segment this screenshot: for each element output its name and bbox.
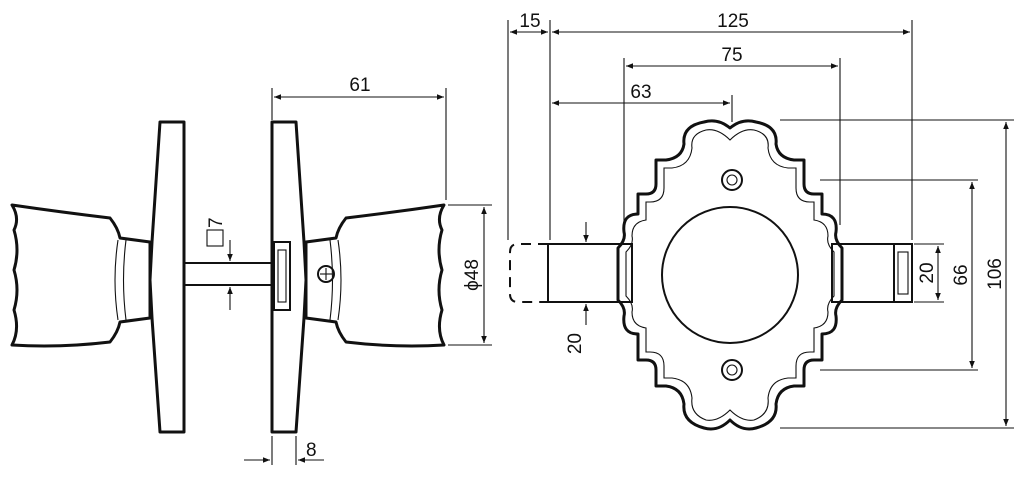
dim-knob-diameter: ϕ48 (462, 259, 483, 291)
square-symbol-icon (206, 229, 224, 247)
dim-latch-height-left: 20 (565, 333, 586, 354)
dim-backset: 63 (630, 82, 651, 103)
dim-spindle-square: 7 (206, 217, 227, 228)
latch-bolt (547, 243, 633, 303)
upper-screw-hole-icon (721, 169, 743, 191)
escutcheon-plate (616, 119, 844, 431)
latch-faceplate (893, 243, 913, 303)
screw-icon (317, 265, 335, 283)
latch-tab (273, 241, 291, 311)
front-view: 15 125 75 63 20 20 66 106 (507, 11, 1014, 431)
dim-rose-thickness: 8 (306, 440, 317, 461)
dim-hole-pitch: 66 (951, 264, 972, 285)
left-rose (148, 120, 186, 434)
lower-screw-hole-icon (721, 359, 743, 381)
dim-width-75: 75 (721, 45, 742, 66)
dim-depth: 61 (349, 75, 370, 96)
side-view: 61 8 7 ϕ48 (10, 75, 492, 465)
left-knob (10, 203, 152, 348)
dim-latch-height-right: 20 (917, 262, 938, 283)
dim-overall-width: 125 (717, 11, 749, 32)
dim-plate-height: 106 (985, 258, 1006, 290)
right-knob (304, 203, 446, 348)
dim-latch-offset: 15 (519, 11, 540, 32)
knob-hub (661, 206, 799, 344)
spindle (183, 262, 273, 286)
latch-bolt-retracted (509, 243, 548, 303)
